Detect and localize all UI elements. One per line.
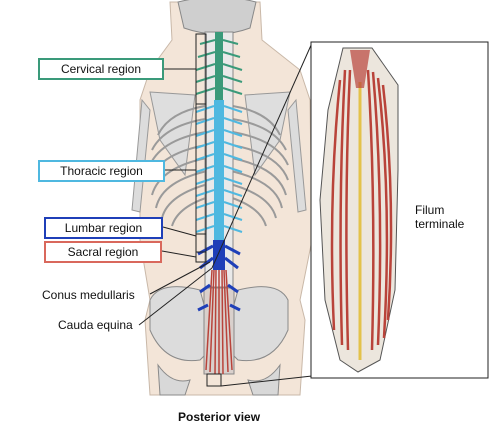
cauda-equina-label: Cauda equina bbox=[58, 318, 133, 332]
filum-terminale-label: Filum terminale bbox=[415, 203, 464, 231]
cord-thoracic bbox=[214, 100, 224, 240]
pelvis-right bbox=[222, 286, 289, 362]
sacral-region-label: Sacral region bbox=[44, 241, 162, 263]
posterior-view-caption: Posterior view bbox=[178, 410, 261, 424]
zoom-nerve-fibers bbox=[330, 69, 393, 351]
thoracic-nerve-roots bbox=[195, 105, 243, 233]
pelvis bbox=[149, 286, 216, 362]
thoracic-region-label: Thoracic region bbox=[38, 160, 165, 182]
cervical-region-label: Cervical region bbox=[38, 58, 164, 80]
skull bbox=[177, 0, 257, 35]
cord-cervical bbox=[215, 32, 223, 100]
region-brackets bbox=[195, 33, 222, 387]
femur-heads bbox=[157, 363, 281, 396]
filum-label-line2: terminale bbox=[415, 217, 465, 231]
zoom-conus bbox=[350, 50, 370, 88]
cord-lumbar bbox=[213, 240, 225, 270]
filum-label-line1: Filum bbox=[415, 203, 445, 217]
conus-medullaris-label: Conus medullaris bbox=[42, 288, 135, 302]
right-arm bbox=[287, 98, 307, 213]
rib-cage bbox=[149, 104, 289, 227]
cauda-equina bbox=[205, 269, 233, 375]
leader-lines bbox=[138, 42, 412, 387]
lumbar-region-label: Lumbar region bbox=[44, 217, 163, 239]
